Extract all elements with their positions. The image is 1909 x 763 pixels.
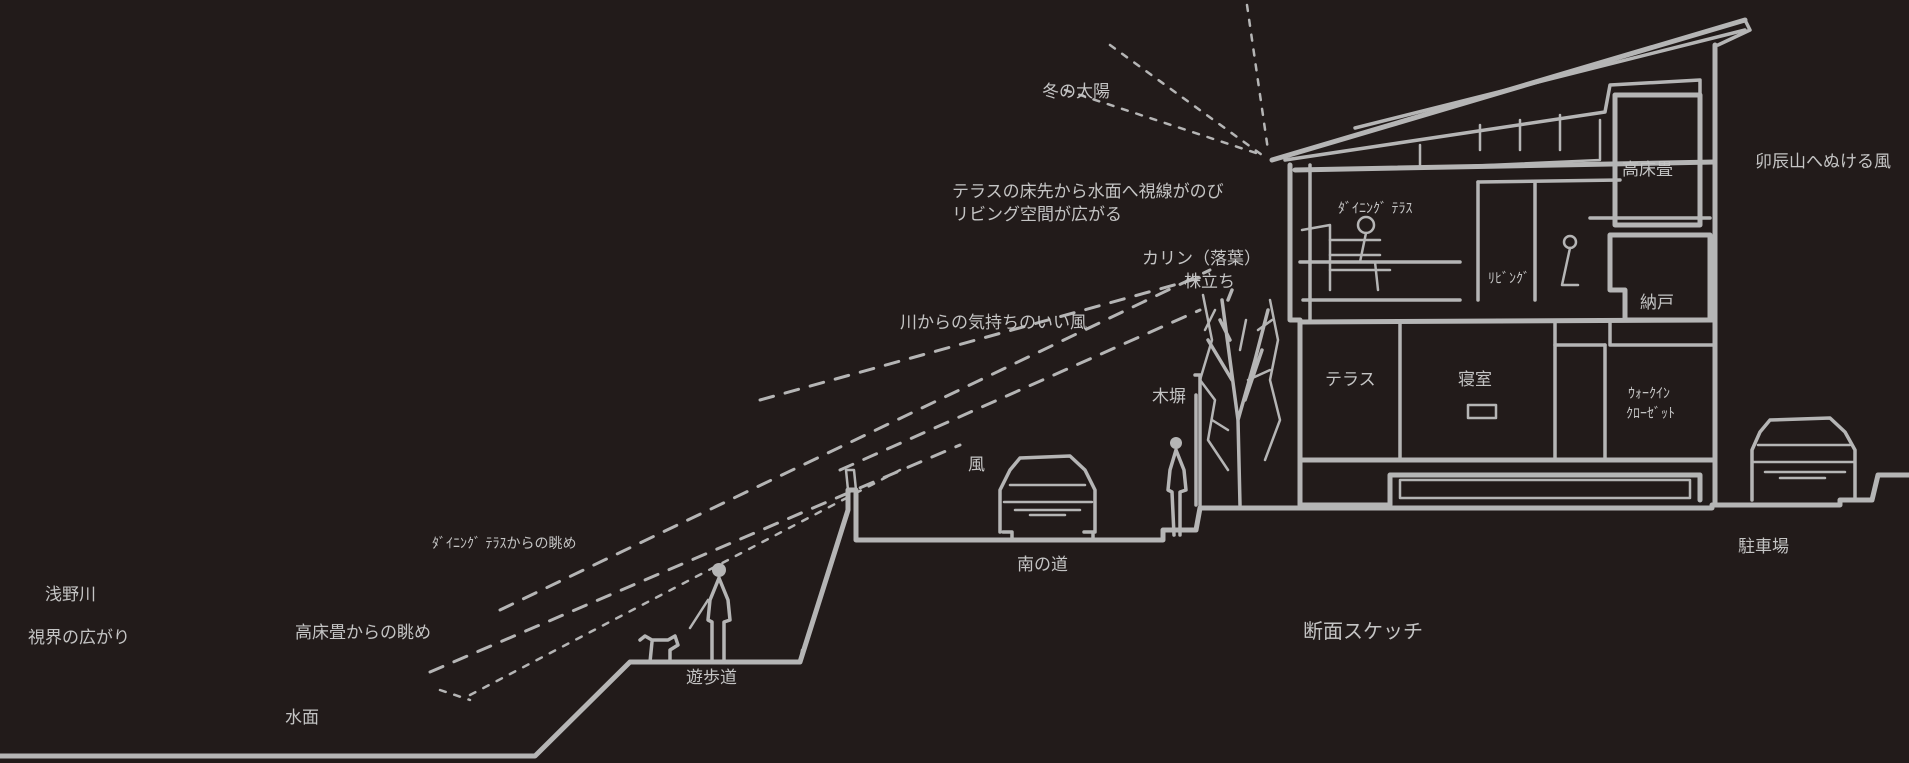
promenade-wall (798, 468, 858, 664)
south-road-label: 南の道 (1017, 555, 1068, 575)
mountain-wind-label: 卯辰山へぬける風 (1755, 152, 1891, 172)
winter-sun-ray-1 (1108, 43, 1264, 157)
wind-label: 風 (968, 455, 985, 475)
room-walkin-1: ｳｫｰｸｲﾝ (1628, 386, 1670, 402)
person-with-dog (638, 563, 732, 664)
water-view-line (438, 688, 472, 702)
view-line-text-2: リビング空間が広がる (952, 205, 1122, 225)
parking-label: 駐車場 (1738, 537, 1789, 557)
dining-view-line (498, 268, 1212, 612)
river-wind-line (758, 273, 1212, 402)
section-sketch-title: 断面スケッチ (1303, 619, 1423, 643)
winter-sun-label: 冬の太陽 (1042, 82, 1110, 102)
house-section (1269, 17, 1752, 508)
room-terrace: テラス (1325, 370, 1376, 390)
room-walkin-2: ｸﾛｰｾﾞｯﾄ (1626, 406, 1675, 422)
river-wind-line-2 (838, 308, 1202, 472)
field-of-view-label: 視界の広がり (28, 628, 130, 648)
room-dining-terrace: ﾀﾞｲﾆﾝｸﾞ ﾃﾗｽ (1338, 201, 1412, 217)
winter-sun-ray-3 (1245, 3, 1270, 152)
room-bedroom: 寝室 (1458, 369, 1492, 390)
wood-fence (1193, 373, 1202, 507)
karin-tree (1198, 288, 1282, 507)
water-surface-label: 水面 (285, 708, 319, 728)
room-living: ﾘﾋﾞﾝｸﾞ (1488, 271, 1530, 287)
room-storage: 納戸 (1640, 293, 1674, 313)
river-name-label: 浅野川 (45, 585, 96, 605)
dining-view-label: ﾀﾞｲﾆﾝｸﾞ ﾃﾗｽからの眺め (432, 536, 576, 552)
promenade-label: 遊歩道 (686, 668, 737, 688)
river-wind-label: 川からの気持ちのいい風 (900, 313, 1087, 333)
dining-view-line-2 (428, 443, 962, 674)
wood-fence-label: 木塀 (1152, 387, 1186, 407)
takayuka-view-line (468, 468, 902, 697)
room-takayuka-tatami: 高床畳 (1622, 160, 1673, 180)
winter-sun-ray-2 (1063, 88, 1264, 157)
karin-kabudachi-label: 株立ち (1184, 272, 1235, 292)
view-line-text-1: テラスの床先から水面へ視線がのび (952, 182, 1224, 202)
karin-label: カリン（落葉） (1142, 249, 1261, 269)
takayuka-view-label: 高床畳からの眺め (295, 623, 431, 643)
car-south-road (998, 454, 1097, 540)
standing-person (1166, 437, 1188, 537)
car-parking (1750, 416, 1857, 502)
